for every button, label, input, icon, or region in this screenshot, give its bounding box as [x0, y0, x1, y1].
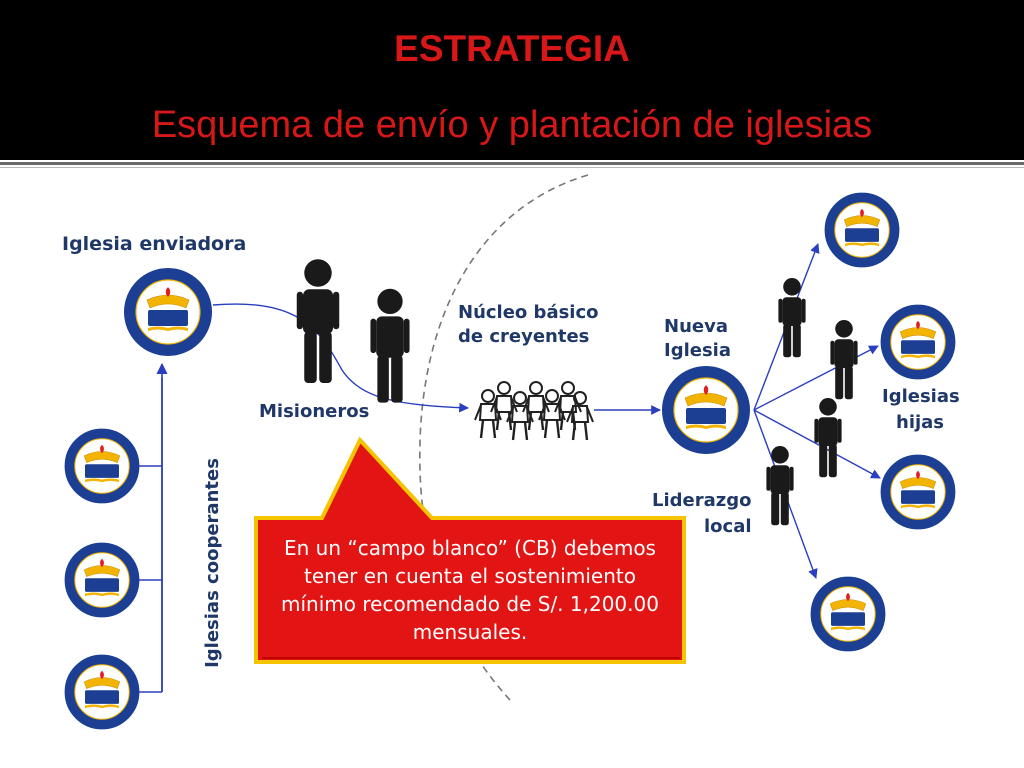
callout-line: mínimo recomendado de S/. 1,200.00 — [281, 592, 659, 616]
daughter-churches-label-line1: Iglesias — [882, 386, 960, 407]
page-subtitle: Esquema de envío y plantación de iglesia… — [151, 104, 873, 146]
local-leadership-label-line2: local — [704, 516, 752, 537]
cooperating-church-logo-3 — [68, 658, 136, 726]
daughter-church-logo-4 — [814, 580, 882, 648]
callout-box — [254, 436, 686, 664]
missionary-person-icon — [296, 259, 340, 383]
daughter-churches-label-line2: hijas — [896, 412, 945, 433]
daughter-church-logo-1 — [828, 196, 896, 264]
sending-church-logo — [128, 272, 208, 352]
missionaries-label: Misioneros — [259, 401, 370, 422]
core-group-crowd-icon — [473, 380, 595, 442]
branch-arrow-2 — [753, 345, 879, 411]
callout-line: mensuales. — [412, 620, 528, 644]
new-church-label-line2: Iglesia — [664, 340, 731, 361]
header-bar — [0, 0, 1024, 160]
flow-arrow-to-core-group — [212, 303, 469, 413]
cooperating-churches-label: Iglesias cooperantes — [202, 458, 223, 668]
cooperating-church-logo-2 — [68, 546, 136, 614]
page-title: ESTRATEGIA — [394, 28, 630, 69]
missionary-person-icon — [370, 288, 410, 403]
daughter-church-logo-2 — [884, 308, 952, 376]
local-leader-person-icon — [778, 278, 806, 358]
core-group-label-line1: Núcleo básico — [458, 302, 599, 323]
header-divider — [0, 162, 1024, 165]
new-church-label-line1: Nueva — [664, 316, 728, 337]
new-church-logo — [666, 370, 746, 450]
local-leader-person-icon — [830, 320, 858, 400]
callout-line: En un “campo blanco” (CB) debemos — [284, 536, 656, 560]
branch-arrow-3 — [753, 409, 881, 479]
core-group-label-line2: de creyentes — [458, 326, 590, 347]
daughter-church-logo-3 — [884, 458, 952, 526]
sending-church-label: Iglesia enviadora — [62, 233, 247, 255]
cooperating-church-logo-1 — [68, 432, 136, 500]
local-leader-person-icon — [814, 398, 842, 478]
local-leadership-label-line1: Liderazgo — [652, 490, 752, 511]
callout-text: En un “campo blanco” (CB) debemos tener … — [262, 534, 678, 646]
header-divider-thin — [0, 167, 1024, 168]
local-leader-person-icon — [766, 446, 794, 526]
callout-line: tener en cuenta el sostenimiento — [304, 564, 636, 588]
